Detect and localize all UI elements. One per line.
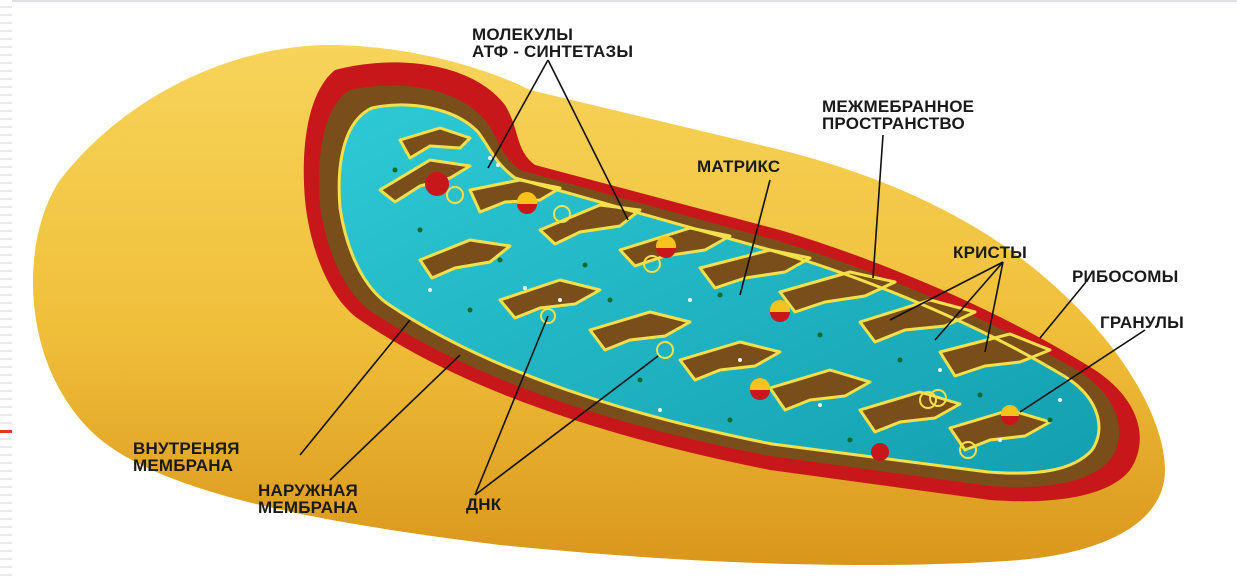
- label-atp-synthase: МОЛЕКУЛЫ АТФ - СИНТЕТАЗЫ: [472, 26, 633, 60]
- label-cristae: КРИСТЫ: [953, 244, 1027, 261]
- label-inner-membrane: ВНУТРЕНЯЯ МЕМБРАНА: [133, 440, 240, 474]
- label-matrix: МАТРИКС: [697, 158, 780, 175]
- label-granules: ГРАНУЛЫ: [1100, 314, 1184, 331]
- label-outer-membrane: НАРУЖНАЯ МЕМБРАНА: [258, 482, 358, 516]
- label-dna: ДНК: [466, 496, 501, 513]
- label-ribosomes: РИБОСОМЫ: [1072, 268, 1178, 285]
- label-intermembrane-space: МЕЖМЕБРАННОЕ ПРОСТРАНСТВО: [822, 98, 974, 132]
